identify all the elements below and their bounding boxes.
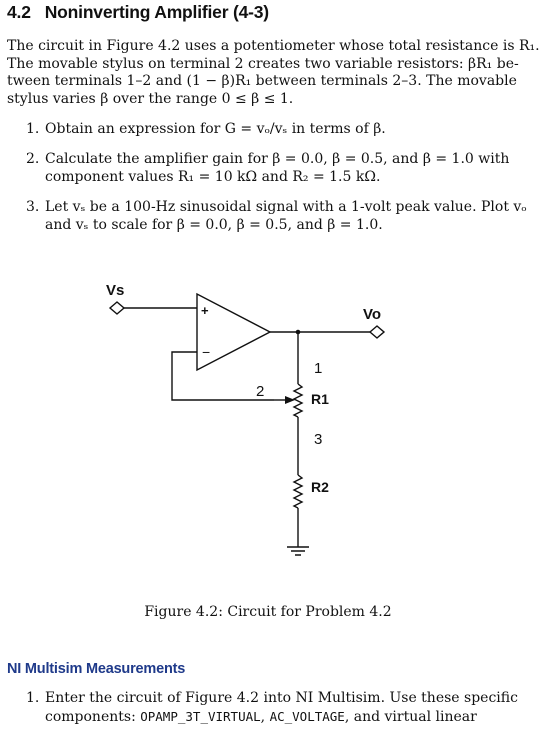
vs-terminal	[108, 301, 126, 315]
vo-terminal	[368, 325, 386, 339]
vo-label: Vo	[363, 306, 381, 323]
item-number: 1.	[26, 690, 40, 706]
r2-resistor	[292, 474, 304, 509]
output-node	[295, 329, 301, 335]
component-name: OPAMP_3T_VIRTUAL	[140, 708, 261, 724]
section-number: 4.2	[7, 2, 31, 22]
intro-line: The movable stylus on terminal 2 creates…	[7, 55, 519, 72]
intro-line: tween terminals 1–2 and (1 − β)R₁ betwee…	[7, 73, 517, 89]
terminal-3-label: 3	[314, 431, 322, 448]
opamp-symbol	[196, 292, 272, 372]
intro-paragraph: The circuit in Figure 4.2 uses a potenti…	[7, 38, 540, 108]
plus-label: +	[201, 303, 209, 318]
item-number: 3.	[26, 199, 40, 215]
vs-label: Vs	[106, 282, 124, 299]
item-text: component values R₁ = 10 kΩ and R₂ = 1.5…	[45, 168, 381, 185]
circuit-schematic: Vs Vo + − 1 2 R1 3 R2	[106, 282, 386, 556]
section-title: Noninverting Amplifier (4-3)	[44, 2, 269, 22]
r1-label: R1	[311, 391, 329, 407]
r1-resistor	[292, 383, 304, 418]
item-text: Calculate the amplifier gain for β = 0.0…	[45, 151, 510, 167]
item-text: Enter the circuit of Figure 4.2 into NI …	[45, 690, 518, 706]
feedback-wire	[171, 351, 274, 401]
terminal-2-label: 2	[256, 383, 264, 400]
component-name: AC_VOLTAGE	[269, 708, 345, 724]
r2-label: R2	[311, 479, 329, 495]
figure-caption: Figure 4.2: Circuit for Problem 4.2	[144, 604, 392, 620]
ground-symbol	[287, 546, 309, 556]
textbook-page: 4.2 Noninverting Amplifier (4-3) The circ…	[7, 2, 540, 727]
intro-line: The circuit in Figure 4.2 uses a potenti…	[7, 38, 540, 54]
text-fragment: ,	[260, 708, 270, 725]
intro-line: stylus varies β over the range 0 ≤ β ≤ 1…	[7, 90, 294, 107]
text-fragment: components:	[45, 708, 141, 725]
item-text: Let vₛ be a 100-Hz sinusoidal signal wit…	[45, 199, 527, 215]
item-number: 1.	[26, 121, 40, 137]
minus-label: −	[202, 344, 210, 360]
terminal-1-label: 1	[314, 360, 322, 377]
text-fragment: , and virtual linear	[344, 708, 477, 725]
stylus-arrow	[285, 396, 295, 404]
multisim-heading: NI Multisim Measurements	[7, 661, 186, 677]
item-number: 2.	[26, 151, 40, 167]
item-text: and vₛ to scale for β = 0.0, β = 0.5, an…	[45, 216, 383, 233]
item-text: Obtain an expression for G = vₒ/vₛ in te…	[45, 121, 386, 137]
section-heading: 4.2 Noninverting Amplifier (4-3)	[7, 2, 269, 23]
item-text: components: OPAMP_3T_VIRTUAL, AC_VOLTAGE…	[45, 708, 488, 727]
